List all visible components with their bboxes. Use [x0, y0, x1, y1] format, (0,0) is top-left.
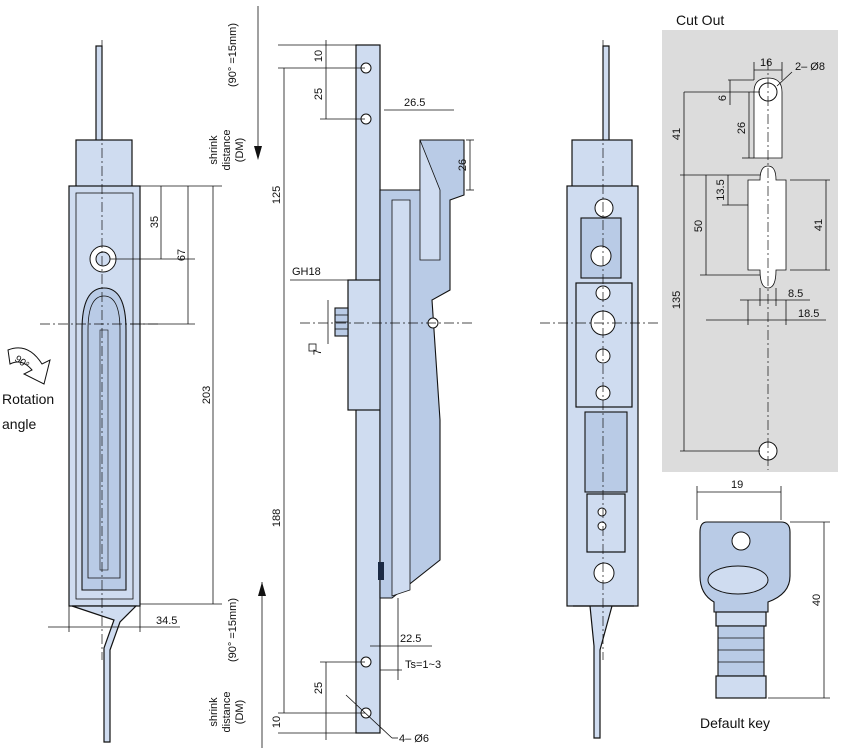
screw-icon [594, 198, 614, 218]
side-handle-inner [391, 199, 411, 597]
front-key-icon [95, 251, 111, 267]
dim-125: 125 [271, 186, 283, 204]
key-grip-icon [707, 565, 769, 595]
shrink-dm-bottom: (DM) [234, 700, 246, 724]
dim-ts: Ts=1~3 [405, 659, 441, 671]
default-key: 19 40 Default key [696, 479, 830, 731]
shrink-distance-top: shrink distance (DM) (90° =15mm) [208, 6, 262, 170]
front-rod-top [95, 45, 103, 142]
dim-22-5: 22.5 [400, 633, 421, 645]
screw-icon [593, 562, 615, 584]
dim-6: 6 [717, 95, 729, 101]
dim-40: 40 [811, 594, 823, 606]
dim-16: 16 [760, 57, 772, 69]
cutout-title: Cut Out [676, 12, 724, 28]
side-view: 10 25 26.5 26 125 188 GH18 7 22.5 Ts=1~3… [271, 40, 475, 745]
dim-8-5: 8.5 [788, 288, 803, 300]
dim-10-top: 10 [313, 50, 325, 62]
side-handle-grip [419, 139, 441, 261]
key-collar [715, 611, 767, 627]
dim-10-bottom: 10 [271, 716, 283, 728]
dim-41-right: 41 [813, 219, 825, 231]
square-symbol-icon [308, 343, 317, 352]
dim-25-top: 25 [313, 88, 325, 100]
front-handle [81, 287, 127, 591]
side-latch [378, 562, 384, 580]
dim-50: 50 [693, 220, 705, 232]
front-head [75, 139, 133, 189]
back-spring-housing [586, 493, 626, 553]
back-view [540, 40, 660, 739]
dim-26: 26 [736, 122, 748, 134]
shrink-word-bottom: shrink [208, 697, 220, 727]
cutout-main-slot [747, 165, 787, 289]
front-rod-bottom [71, 605, 138, 743]
rotation-label: Rotation [2, 391, 54, 407]
dim-19: 19 [731, 479, 743, 491]
front-handle-inner [87, 295, 121, 579]
key-tip [715, 675, 767, 699]
arrow-down-icon [254, 146, 262, 160]
rotation-arrow-icon [7, 347, 51, 385]
shrink-distance-top-label: distance [221, 130, 233, 171]
rotation-annotation: 90° Rotation angle [2, 347, 54, 432]
back-slider [584, 411, 628, 493]
dim-2x8: 2– Ø8 [795, 61, 825, 73]
dim-34-5: 34.5 [156, 615, 177, 627]
dim-67: 67 [176, 249, 188, 261]
front-body-inner [75, 192, 134, 600]
back-head [571, 139, 633, 189]
dim-18-5: 18.5 [798, 308, 819, 320]
back-rod-bottom [573, 605, 634, 739]
screw-icon [590, 245, 612, 267]
dim-41-left: 41 [671, 128, 683, 140]
shrink-distance-bottom-label: distance [221, 692, 233, 733]
dim-188: 188 [271, 509, 283, 527]
dim-35: 35 [149, 216, 161, 228]
cutout-panel: Cut Out 16 2– Ø8 6 41 26 13.5 50 41 135 [662, 12, 838, 472]
screw-icon [597, 507, 607, 517]
key-shaft [717, 625, 765, 677]
angle-label: angle [2, 416, 36, 432]
default-key-label: Default key [700, 715, 770, 731]
shrink-note-top: (90° =15mm) [227, 23, 239, 87]
screw-icon [597, 521, 607, 531]
dim-203: 203 [201, 386, 213, 404]
dim-sq7: 7 [312, 349, 324, 355]
dim-holes: 4– Ø6 [399, 733, 429, 745]
dim-13-5: 13.5 [715, 179, 727, 200]
front-handle-slot [99, 329, 109, 571]
front-view: 35 67 203 34.5 [40, 40, 222, 743]
dim-135: 135 [671, 291, 683, 309]
shrink-dm-top: (DM) [234, 138, 246, 162]
shrink-word-top: shrink [208, 135, 220, 165]
dim-26: 26 [457, 159, 469, 171]
dim-26-5: 26.5 [404, 97, 425, 109]
dim-gh18: GH18 [292, 266, 321, 278]
key-ring-hole [731, 531, 751, 551]
arrow-up-icon [258, 582, 266, 596]
shrink-distance-bottom: (90° =15mm) shrink distance (DM) [208, 582, 266, 748]
dim-25-bottom: 25 [313, 682, 325, 694]
shrink-note-bottom: (90° =15mm) [227, 598, 239, 662]
